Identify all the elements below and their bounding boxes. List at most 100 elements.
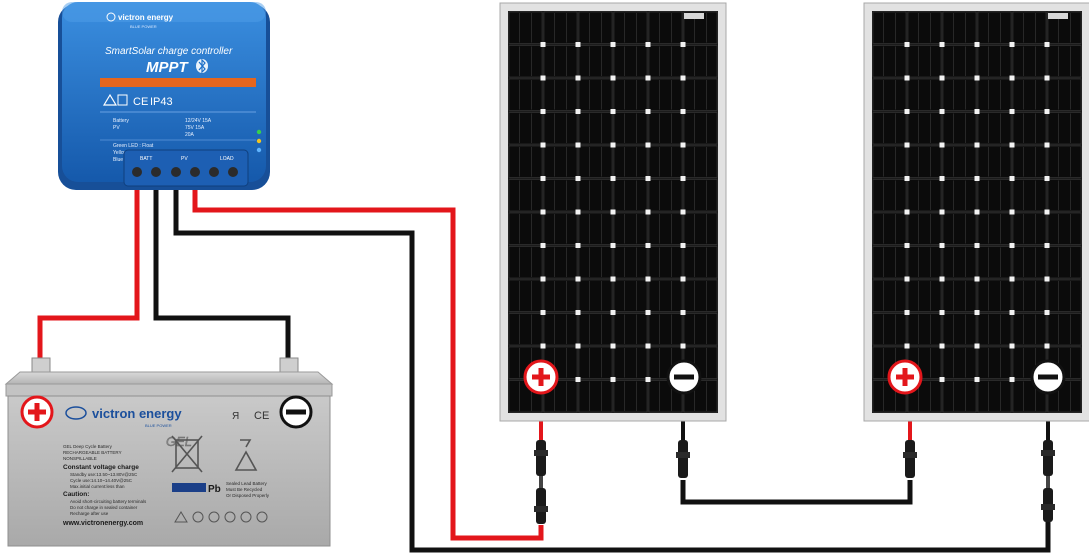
cell-corner-dot bbox=[645, 75, 651, 81]
cell-corner-dot bbox=[904, 142, 910, 148]
solar-cell bbox=[613, 145, 648, 178]
cell-corner-dot bbox=[904, 109, 910, 114]
solar-cell bbox=[543, 11, 578, 44]
wire-pv-negative bbox=[173, 190, 1051, 553]
terminal-screw-icon bbox=[171, 167, 181, 177]
cell-corner-dot bbox=[645, 109, 651, 114]
solar-cell bbox=[508, 11, 543, 44]
solar-cell bbox=[907, 45, 942, 78]
terminal-screw-icon bbox=[228, 167, 238, 177]
cell-corner-dot bbox=[939, 276, 945, 282]
battery-cert: CE bbox=[254, 410, 269, 422]
cell-corner-dot bbox=[1044, 276, 1050, 282]
cell-corner-dot bbox=[645, 243, 651, 248]
solar-cell bbox=[872, 11, 907, 44]
ce-mark-icon bbox=[117, 94, 128, 106]
recycle-icon bbox=[234, 439, 258, 471]
solar-cell bbox=[907, 279, 942, 312]
battery-brand-sub: BLUE POWER bbox=[145, 423, 172, 428]
solar-cell bbox=[613, 11, 648, 44]
solar-cell bbox=[613, 45, 648, 78]
cell-corner-dot bbox=[575, 109, 581, 114]
solar-panel bbox=[863, 2, 1089, 422]
cell-corner-dot bbox=[1009, 75, 1015, 81]
spec-pv-label: PV bbox=[113, 125, 120, 131]
solar-cell bbox=[578, 112, 613, 145]
cell-corner-dot bbox=[680, 109, 686, 114]
cell-corner-dot bbox=[610, 42, 616, 47]
mc4-connector bbox=[676, 440, 690, 478]
ul-mark: Я bbox=[232, 411, 239, 422]
cell-corner-dot bbox=[575, 310, 581, 315]
cell-corner-dot bbox=[540, 176, 546, 181]
solar-cell bbox=[1047, 112, 1082, 145]
battery-charge-line: Max.initial current:less than bbox=[70, 484, 125, 489]
cell-corner-dot bbox=[974, 343, 980, 349]
controller-cert: CE bbox=[133, 96, 148, 108]
solar-cell bbox=[578, 212, 613, 245]
terminal-pv-label: PV bbox=[181, 156, 188, 162]
cell-corner-dot bbox=[680, 276, 686, 282]
cell-corner-dot bbox=[610, 142, 616, 148]
cell-corner-dot bbox=[904, 310, 910, 315]
solar-cell bbox=[977, 346, 1012, 379]
panel-label-tag bbox=[1048, 13, 1068, 19]
solar-cell bbox=[613, 112, 648, 145]
cell-corner-dot bbox=[974, 276, 980, 282]
cell-corner-dot bbox=[610, 109, 616, 114]
mc4-connector bbox=[1041, 440, 1055, 522]
solar-cell bbox=[578, 11, 613, 44]
cell-corner-dot bbox=[974, 142, 980, 148]
solar-cell bbox=[683, 112, 718, 145]
cell-corner-dot bbox=[540, 109, 546, 114]
cell-corner-dot bbox=[610, 310, 616, 315]
spec-load-value: 20A bbox=[185, 132, 195, 138]
solar-cell bbox=[977, 279, 1012, 312]
solar-cell bbox=[508, 112, 543, 145]
battery-type: GEL bbox=[166, 434, 192, 449]
controller-title: SmartSolar charge controller bbox=[105, 46, 233, 57]
solar-cell bbox=[942, 11, 977, 44]
bluetooth-icon bbox=[196, 58, 208, 74]
mc4-connectors bbox=[534, 440, 1055, 524]
controller-brand: victron energy bbox=[118, 13, 174, 22]
solar-cell bbox=[508, 246, 543, 279]
solar-cell bbox=[977, 380, 1012, 413]
cell-corner-dot bbox=[575, 243, 581, 248]
plus-icon bbox=[20, 395, 54, 429]
solar-cell bbox=[977, 45, 1012, 78]
solar-cell bbox=[508, 78, 543, 111]
solar-cell bbox=[543, 78, 578, 111]
solar-cell bbox=[508, 279, 543, 312]
solar-cell bbox=[907, 212, 942, 245]
terminal-block bbox=[123, 149, 249, 187]
cell-corner-dot bbox=[610, 243, 616, 248]
solar-cell bbox=[648, 45, 683, 78]
cell-corner-dot bbox=[1009, 209, 1015, 215]
solar-cell bbox=[942, 380, 977, 413]
minus-icon bbox=[1030, 359, 1066, 395]
cell-corner-dot bbox=[540, 243, 546, 248]
solar-cell bbox=[543, 45, 578, 78]
cell-corner-dot bbox=[939, 209, 945, 215]
cell-corner-dot bbox=[645, 276, 651, 282]
solar-cell bbox=[578, 246, 613, 279]
wire-pv-positive bbox=[192, 190, 544, 541]
cell-corner-dot bbox=[645, 343, 651, 349]
cell-corner-dot bbox=[540, 42, 546, 47]
cell-corner-dot bbox=[540, 142, 546, 148]
solar-cell bbox=[907, 11, 942, 44]
cell-corner-dot bbox=[540, 276, 546, 282]
cell-corner-dot bbox=[1044, 310, 1050, 315]
cell-corner-dot bbox=[1044, 42, 1050, 47]
cell-corner-dot bbox=[904, 343, 910, 349]
solar-cell bbox=[942, 78, 977, 111]
solar-cell bbox=[683, 179, 718, 212]
solar-cell bbox=[977, 313, 1012, 346]
solar-cell bbox=[648, 78, 683, 111]
cell-corner-dot bbox=[974, 310, 980, 315]
pb-bar bbox=[172, 483, 206, 492]
minus-icon bbox=[279, 395, 313, 429]
solar-cell bbox=[578, 145, 613, 178]
solar-cell bbox=[613, 380, 648, 413]
